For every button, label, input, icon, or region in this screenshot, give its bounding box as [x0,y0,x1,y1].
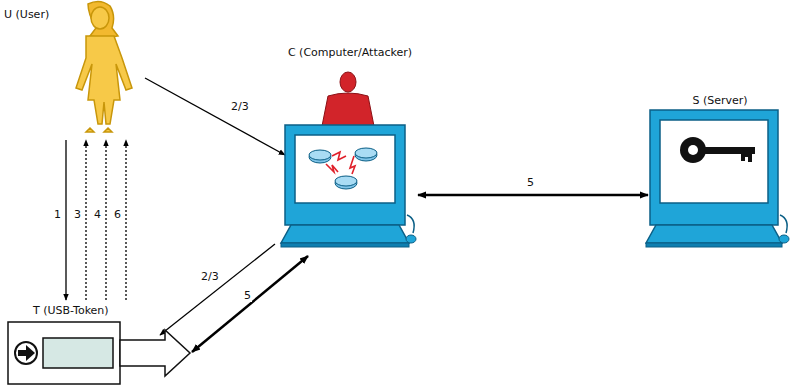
step-number: 5 [243,289,252,302]
step-number: 3 [73,208,82,221]
step-number: 1 [53,208,62,221]
arrow-connector [160,244,275,335]
node-label: C (Computer/Attacker) [288,46,412,59]
node-illustration [270,44,430,260]
node-illustration [645,92,795,252]
step-number: 6 [113,208,122,221]
attacker-computer: C (Computer/Attacker) [270,44,430,260]
step-number: 5 [526,176,535,189]
arrow-connector [418,194,648,197]
node-label: U (User) [4,8,49,21]
arrow-connector [65,140,66,300]
node-label: T (USB-Token) [33,304,109,317]
node-label: S (Server) [692,94,747,107]
dotted-arrow [85,140,86,300]
dotted-arrow [125,140,126,300]
arrow-connector [192,256,308,352]
step-number: 4 [93,208,102,221]
step-number: 2/3 [230,100,250,113]
usb-token: T (USB-Token) [5,300,195,386]
arrow-connector [145,78,285,155]
user-figure: U (User) [0,0,145,140]
dotted-arrow [105,140,106,300]
node-illustration [0,0,145,140]
step-number: 2/3 [200,270,220,283]
server-computer: S (Server) [645,92,795,252]
